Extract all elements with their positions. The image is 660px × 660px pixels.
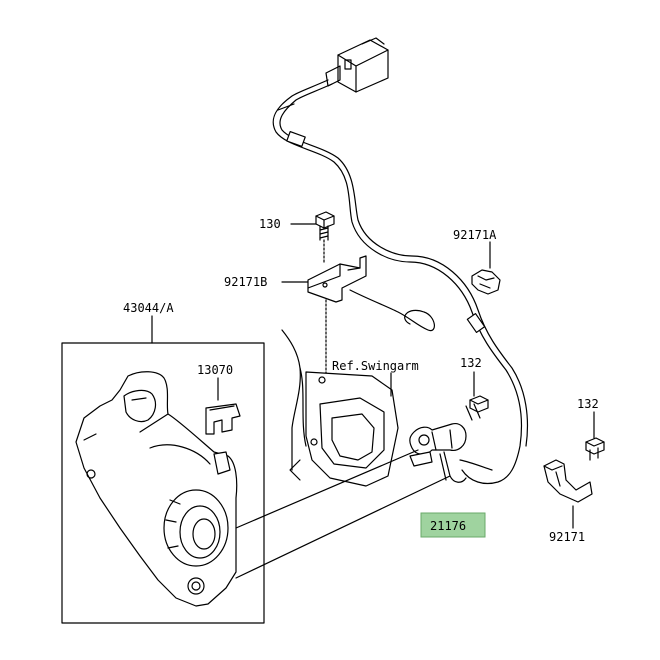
speed-sensor-21176: [409, 423, 493, 483]
swingarm-reference: [281, 329, 399, 487]
bolt-132-upper: [465, 395, 489, 421]
clip-13070: [205, 403, 241, 435]
bolt-130: [315, 211, 335, 241]
label-ref-swingarm: Ref.Swingarm: [332, 359, 419, 373]
cover-bolt-lower: [187, 577, 205, 595]
bracket-92171b: [307, 255, 367, 303]
label-132-right: 132: [577, 397, 599, 411]
sprocket-boss: [163, 489, 229, 567]
clip-92171a: [471, 269, 501, 295]
sensor-connector: [325, 37, 389, 93]
bolt-132-right: [585, 437, 605, 461]
label-43044a: 43044/A: [123, 301, 174, 315]
label-92171b: 92171B: [224, 275, 267, 289]
clamp-92171: [543, 459, 593, 503]
label-92171a: 92171A: [453, 228, 497, 242]
label-132-upper: 132: [460, 356, 482, 370]
wire-grommet-1: [286, 130, 306, 148]
label-21176: 21176: [430, 519, 466, 533]
assembly-frame-43044a: [61, 342, 265, 624]
label-92171: 92171: [549, 530, 585, 544]
label-130: 130: [259, 217, 281, 231]
label-13070: 13070: [197, 363, 233, 377]
sensor-wire-inner: [279, 83, 529, 447]
sensor-wire: [272, 79, 523, 485]
wire-grommet-2: [466, 312, 486, 334]
highlight-21176: [420, 512, 486, 538]
wire-loop: [349, 289, 435, 332]
